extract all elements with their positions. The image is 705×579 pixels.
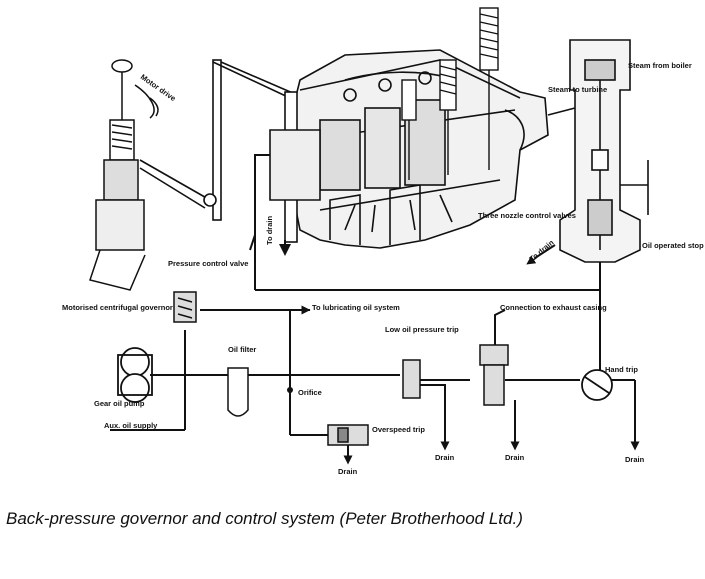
label-pressure-control-valve: Pressure control valve (168, 259, 248, 268)
caption-text: Back-pressure governor and control syste… (6, 509, 523, 528)
label-three-nozzle: Three nozzle control valves (478, 211, 576, 220)
turbine-valve-chest (284, 49, 549, 249)
label-orifice: Orifice (298, 388, 322, 397)
label-low-oil-trip: Low oil pressure trip (385, 325, 459, 334)
label-hand-trip: Hand trip (605, 365, 638, 374)
figure-caption: Back-pressure governor and control syste… (6, 508, 696, 530)
label-connection-exhaust: Connection to exhaust casing (500, 303, 607, 312)
flow-arrows (300, 255, 640, 465)
orifice-mark (287, 387, 293, 393)
label-steam-to-turbine: Steam to turbine (548, 85, 607, 94)
label-aux-oil-supply: Aux. oil supply (104, 421, 158, 430)
centrifugal-governor (89, 59, 159, 291)
governor-linkage (139, 59, 321, 243)
label-drain-3: Drain (625, 455, 645, 464)
label-gear-oil-pump: Gear oil pump (94, 399, 145, 408)
label-to-lubricating: To lubricating oil system (312, 303, 400, 312)
label-drain-1: Drain (435, 453, 455, 462)
label-to-drain-left: To drain (265, 216, 274, 245)
oil-piping (110, 154, 636, 458)
gear-oil-pump (117, 347, 153, 403)
label-drain-overspeed: Drain (338, 467, 358, 476)
pressure-control-valve (173, 291, 197, 323)
label-motor-drive: Motor drive (139, 72, 178, 103)
overspeed-trip (327, 424, 369, 446)
oil-filter (227, 367, 249, 417)
label-steam-from-boiler: Steam from boiler (628, 61, 692, 70)
low-oil-pressure-trip (402, 359, 421, 399)
exhaust-casing-device (479, 344, 509, 406)
label-oil-filter: Oil filter (228, 345, 256, 354)
label-to-drain-right: To drain (528, 238, 556, 264)
label-overspeed-trip: Overspeed trip (372, 425, 425, 434)
hand-trip (581, 369, 613, 401)
label-drain-2: Drain (505, 453, 525, 462)
nozzle-valve-springs (401, 7, 499, 180)
stop-emergency-valve (547, 39, 649, 263)
label-oil-operated-valve: Oil operated stop and emergency valve (642, 241, 705, 250)
label-motorised-governor: Motorised centrifugal governor (62, 303, 173, 312)
